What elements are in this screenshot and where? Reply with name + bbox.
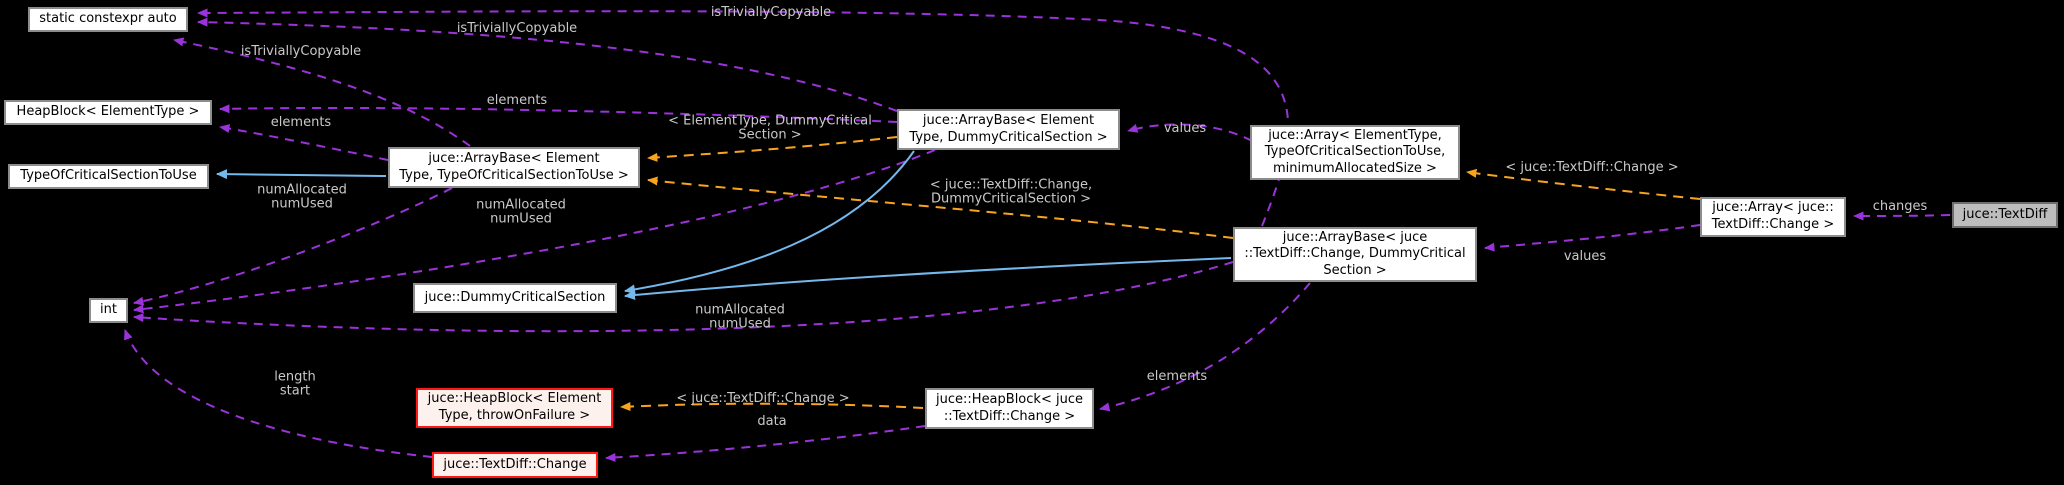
- edge-istriviallycopyable-1: [173, 37, 471, 147]
- node-heapblock-throwonfailure[interactable]: juce::HeapBlock< Element Type, throwOnFa…: [416, 388, 613, 428]
- edge-data: [605, 425, 926, 462]
- node-typeofcriticalsectiontouse[interactable]: TypeOfCriticalSectionToUse: [8, 164, 209, 189]
- edge-dcs-blue-1: [624, 150, 915, 295]
- edge-istriviallycopyable-3: [197, 8, 1290, 227]
- edge-elements-3: [1099, 282, 1311, 412]
- edge-elements-2: [219, 104, 898, 123]
- node-heapblock-elementtype[interactable]: HeapBlock< ElementType >: [4, 100, 212, 125]
- node-textdiff-current[interactable]: juce::TextDiff: [1952, 202, 2058, 228]
- edge-numallocated-2: [133, 149, 936, 314]
- edge-length-start: [124, 329, 433, 458]
- node-int[interactable]: int: [89, 298, 128, 323]
- node-dummycriticalsection[interactable]: juce::DummyCriticalSection: [413, 283, 617, 313]
- edge-istriviallycopyable-2: [197, 17, 898, 112]
- node-heapblock-textdiffchange[interactable]: juce::HeapBlock< juce ::TextDiff::Change…: [925, 388, 1094, 429]
- edge-changes: [1853, 211, 1951, 221]
- node-textdiff-change[interactable]: juce::TextDiff::Change: [432, 452, 598, 478]
- node-array-textdiffchange[interactable]: juce::Array< juce:: TextDiff::Change >: [1700, 197, 1846, 237]
- edge-template-tdc-bottom: [620, 402, 924, 412]
- edge-values-1: [1127, 123, 1253, 142]
- node-static-constexpr-auto[interactable]: static constexpr auto: [28, 7, 188, 32]
- edge-template-tdc-dcs: [647, 176, 1234, 239]
- edge-tocs-blue: [216, 169, 387, 180]
- edge-numallocated-3: [133, 261, 1234, 333]
- edge-template-et-dcs: [647, 136, 898, 162]
- node-arraybase-elementtype-dummycs[interactable]: juce::ArrayBase< Element Type, DummyCrit…: [897, 109, 1120, 150]
- edge-template-tdc-mid: [1466, 168, 1701, 200]
- edge-elements-1: [219, 124, 389, 161]
- edge-numallocated-1: [133, 187, 453, 306]
- edge-values-2: [1484, 224, 1701, 252]
- node-arraybase-elementtype-tocs[interactable]: juce::ArrayBase< Element Type, TypeOfCri…: [388, 147, 640, 188]
- edge-dcs-blue-2: [624, 257, 1232, 301]
- node-array-elementtype[interactable]: juce::Array< ElementType, TypeOfCritical…: [1250, 125, 1460, 180]
- node-arraybase-textdiffchange-dummycs[interactable]: juce::ArrayBase< juce ::TextDiff::Change…: [1233, 227, 1477, 282]
